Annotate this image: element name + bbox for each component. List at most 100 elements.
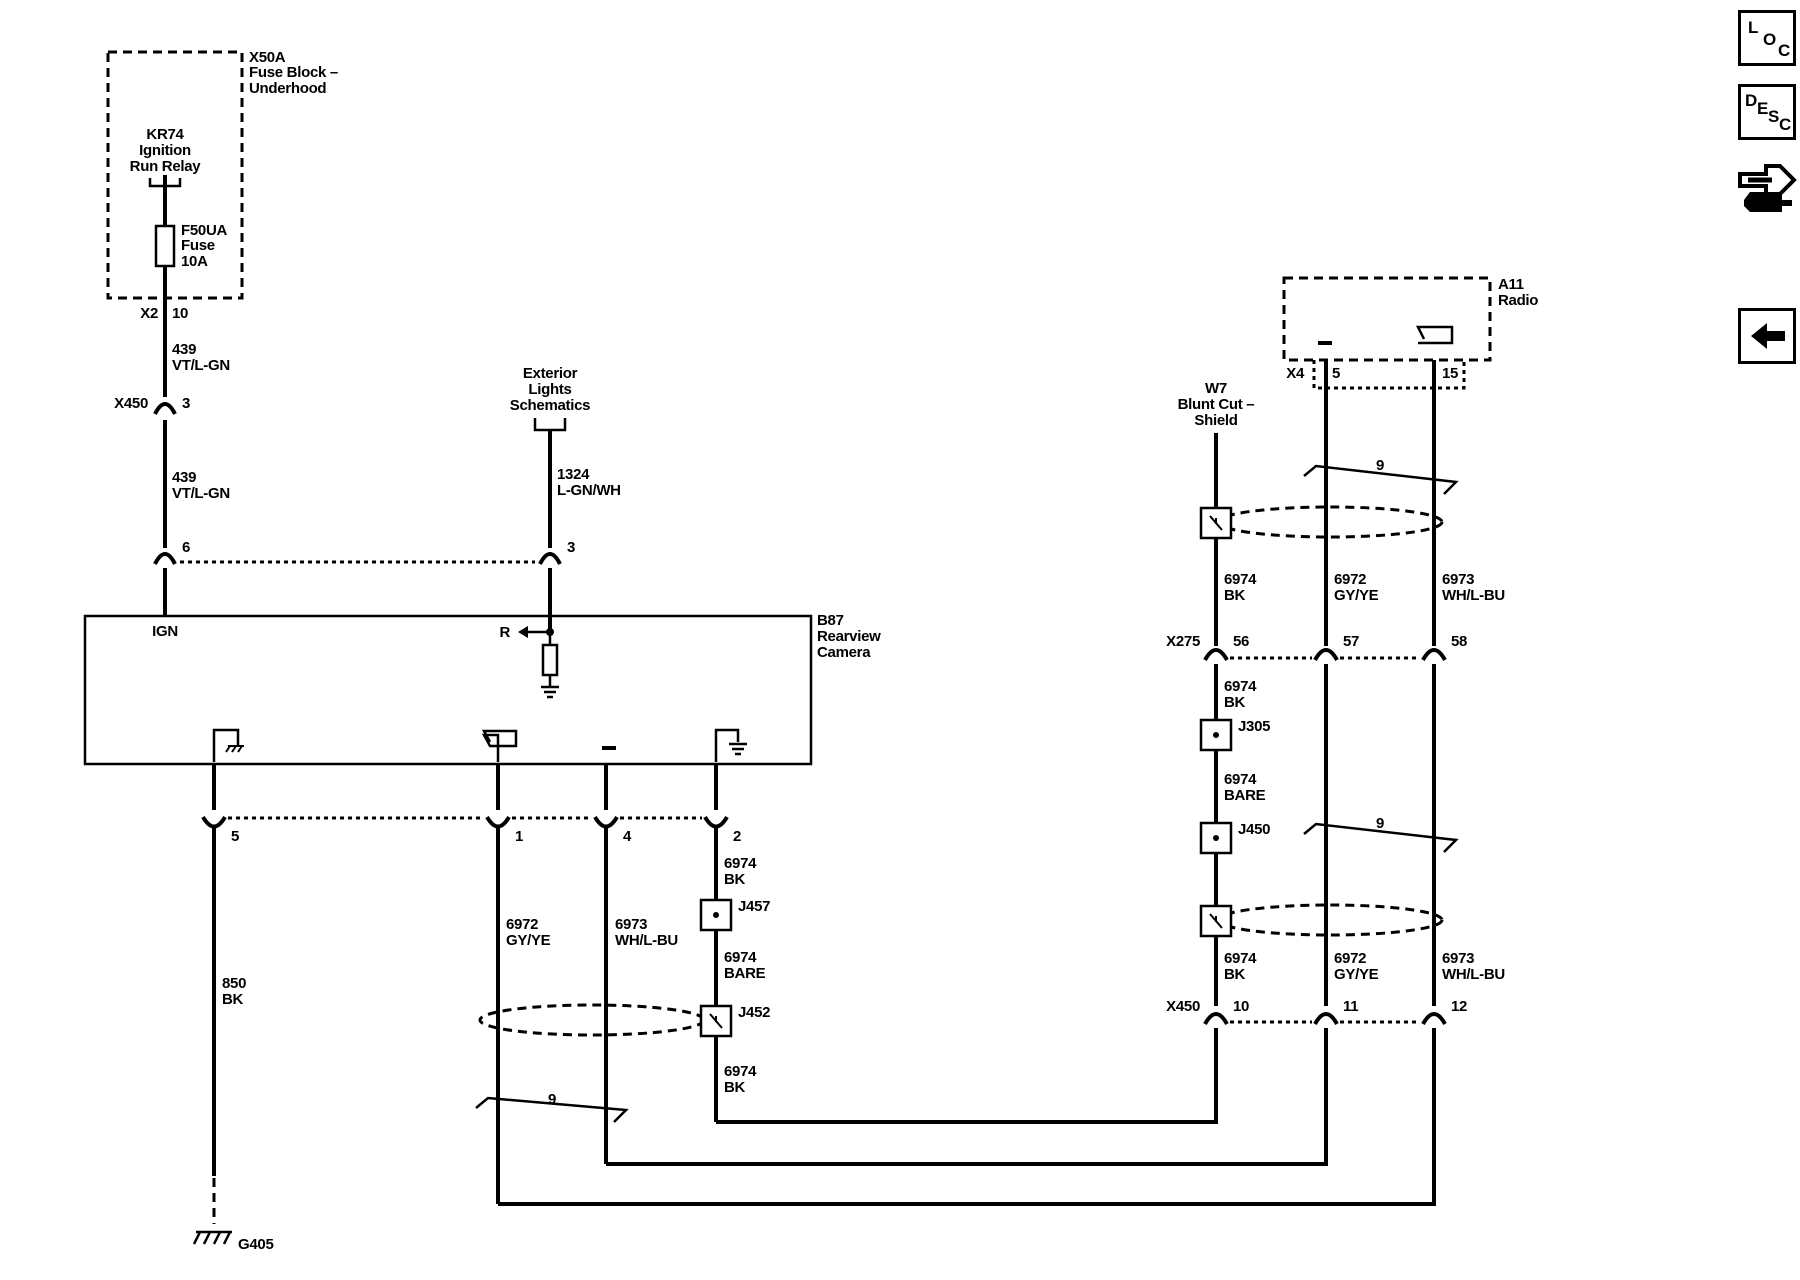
connector-cam-pin5	[201, 815, 227, 829]
connector-x275-pin58	[1421, 648, 1447, 662]
fuse-name: Fuse	[181, 237, 215, 254]
wire-439a-color: VT/L-GN	[172, 357, 230, 374]
connector-x450-pin3	[153, 402, 177, 415]
description-button[interactable]: D E S C	[1738, 84, 1796, 140]
shield-radio	[1216, 505, 1444, 539]
relay-id: KR74	[146, 126, 184, 143]
blunt-cut-name-2: Shield	[1194, 412, 1237, 429]
wire-6974-r4-color: BK	[1224, 966, 1246, 983]
cam-ign-pin: 6	[182, 539, 190, 556]
wire-6973-r4-color: WH/L-BU	[1442, 966, 1505, 983]
camera-input-resistor	[541, 643, 559, 677]
ext-lights-3: Schematics	[510, 397, 590, 414]
connector-cam-pin6	[153, 552, 177, 565]
splice-j457-label: J457	[738, 898, 770, 915]
x450-bot-pin-12: 12	[1451, 998, 1467, 1015]
connector-x450-pin10	[1203, 1012, 1229, 1026]
x450-bot-pin-11: 11	[1343, 998, 1358, 1015]
x275-pin-56: 56	[1233, 633, 1249, 650]
wire-6974-cam-a-circuit: 6974	[724, 855, 757, 872]
twist-marker-lower	[1303, 822, 1459, 853]
wire-6974-r1-circuit: 6974	[1224, 571, 1257, 588]
ext-lights-2: Lights	[528, 381, 571, 398]
back-button[interactable]	[1738, 308, 1796, 364]
wire-6972-r1-circuit: 6972	[1334, 571, 1366, 588]
twist-label-radio: 9	[1376, 457, 1384, 474]
connector-x2-pin: 10	[172, 305, 188, 322]
wire-6973-r4-circuit: 6973	[1442, 950, 1474, 967]
wire-6973-r1-color: WH/L-BU	[1442, 587, 1505, 604]
connector-x450-pin12	[1421, 1012, 1447, 1026]
wire-6974-cam-c-circuit: 6974	[724, 1063, 757, 1080]
wire-439b-circuit: 439	[172, 469, 196, 486]
connector-x275-pin56	[1203, 648, 1229, 662]
video-signal-symbol	[481, 729, 518, 762]
splice-j305-label: J305	[1238, 718, 1270, 735]
wire-6974-r1-color: BK	[1224, 587, 1246, 604]
connector-cam-pin3	[538, 552, 562, 565]
cam-pin-2: 2	[733, 828, 741, 845]
connector-cam-pin1	[485, 815, 511, 829]
cam-pin-4: 4	[623, 828, 632, 845]
camera-name-1: Rearview	[817, 628, 881, 645]
connector-x2: X2	[140, 305, 158, 322]
twist-label-cam: 9	[548, 1091, 556, 1108]
x450-bot-pin-10: 10	[1233, 998, 1249, 1015]
camera-module-box	[83, 614, 813, 766]
connector-x275: X275	[1166, 633, 1200, 650]
cam-r-pin: 3	[567, 539, 575, 556]
twist-label-lower: 9	[1376, 815, 1384, 832]
wire-6974-cam-c-color: BK	[724, 1079, 746, 1096]
twist-marker-cam	[475, 1096, 629, 1123]
wire-850-color: BK	[222, 991, 244, 1008]
wire-6972-cam-circuit: 6972	[506, 916, 538, 933]
back-arrow-icon	[1751, 323, 1785, 349]
wire-6974-cam-a-color: BK	[724, 871, 746, 888]
wire-6973-cam-color: WH/L-BU	[615, 932, 678, 949]
camera-name-2: Camera	[817, 644, 871, 661]
relay-name-2: Run Relay	[130, 158, 202, 175]
ground-g405-id: G405	[238, 1236, 274, 1253]
fuse-id: F50UA	[181, 222, 227, 239]
x275-pin-58: 58	[1451, 633, 1467, 650]
connector-x450-pin11	[1313, 1012, 1339, 1026]
wire-6974-cam-b-color: BARE	[724, 965, 766, 982]
location-button[interactable]: L O C	[1738, 10, 1796, 66]
blunt-cut-id: W7	[1205, 380, 1227, 397]
radio-id: A11	[1498, 276, 1524, 293]
radio-name: Radio	[1498, 292, 1538, 309]
wire-6972-r4-circuit: 6972	[1334, 950, 1366, 967]
fuse-block-outline	[106, 50, 244, 300]
wire-6974-r2-circuit: 6974	[1224, 678, 1257, 695]
wire-6972-r4-color: GY/YE	[1334, 966, 1379, 983]
splice-j450-label: J450	[1238, 821, 1270, 838]
connector-views-icon[interactable]	[1736, 158, 1798, 220]
shield-cam	[478, 1003, 706, 1037]
shield-ground-symbol	[714, 728, 740, 762]
twist-marker-radio	[1303, 464, 1459, 495]
wire-439b-color: VT/L-GN	[172, 485, 230, 502]
wire-6974-r4-circuit: 6974	[1224, 950, 1257, 967]
wire-850-circuit: 850	[222, 975, 246, 992]
shield-lower	[1216, 903, 1444, 937]
wire-6974-cam-b-circuit: 6974	[724, 949, 757, 966]
fuse-f50ua	[154, 224, 176, 268]
splice-j452-label: J452	[738, 1004, 770, 1021]
wire-1324-circuit: 1324	[557, 466, 590, 483]
fuse-block-id: X50A	[249, 49, 286, 66]
ground-g405-symbol	[192, 1230, 232, 1245]
fuse-block-name-1: Fuse Block –	[249, 64, 338, 81]
camera-pin-r: R	[499, 624, 510, 641]
wire-6972-r1-color: GY/YE	[1334, 587, 1379, 604]
wire-6972-cam-color: GY/YE	[506, 932, 551, 949]
connector-x4-pin-5: 5	[1332, 365, 1340, 382]
cam-pin-1: 1	[515, 828, 523, 845]
ext-lights-1: Exterior	[523, 365, 578, 382]
radio-video-signal-symbol	[1415, 325, 1454, 345]
camera-pin-ign: IGN	[152, 623, 178, 640]
ext-lights-ref-bracket	[533, 418, 567, 432]
connector-cam-pin4	[593, 815, 619, 829]
relay-name-1: Ignition	[139, 142, 191, 159]
wire-6973-r1-circuit: 6973	[1442, 571, 1474, 588]
